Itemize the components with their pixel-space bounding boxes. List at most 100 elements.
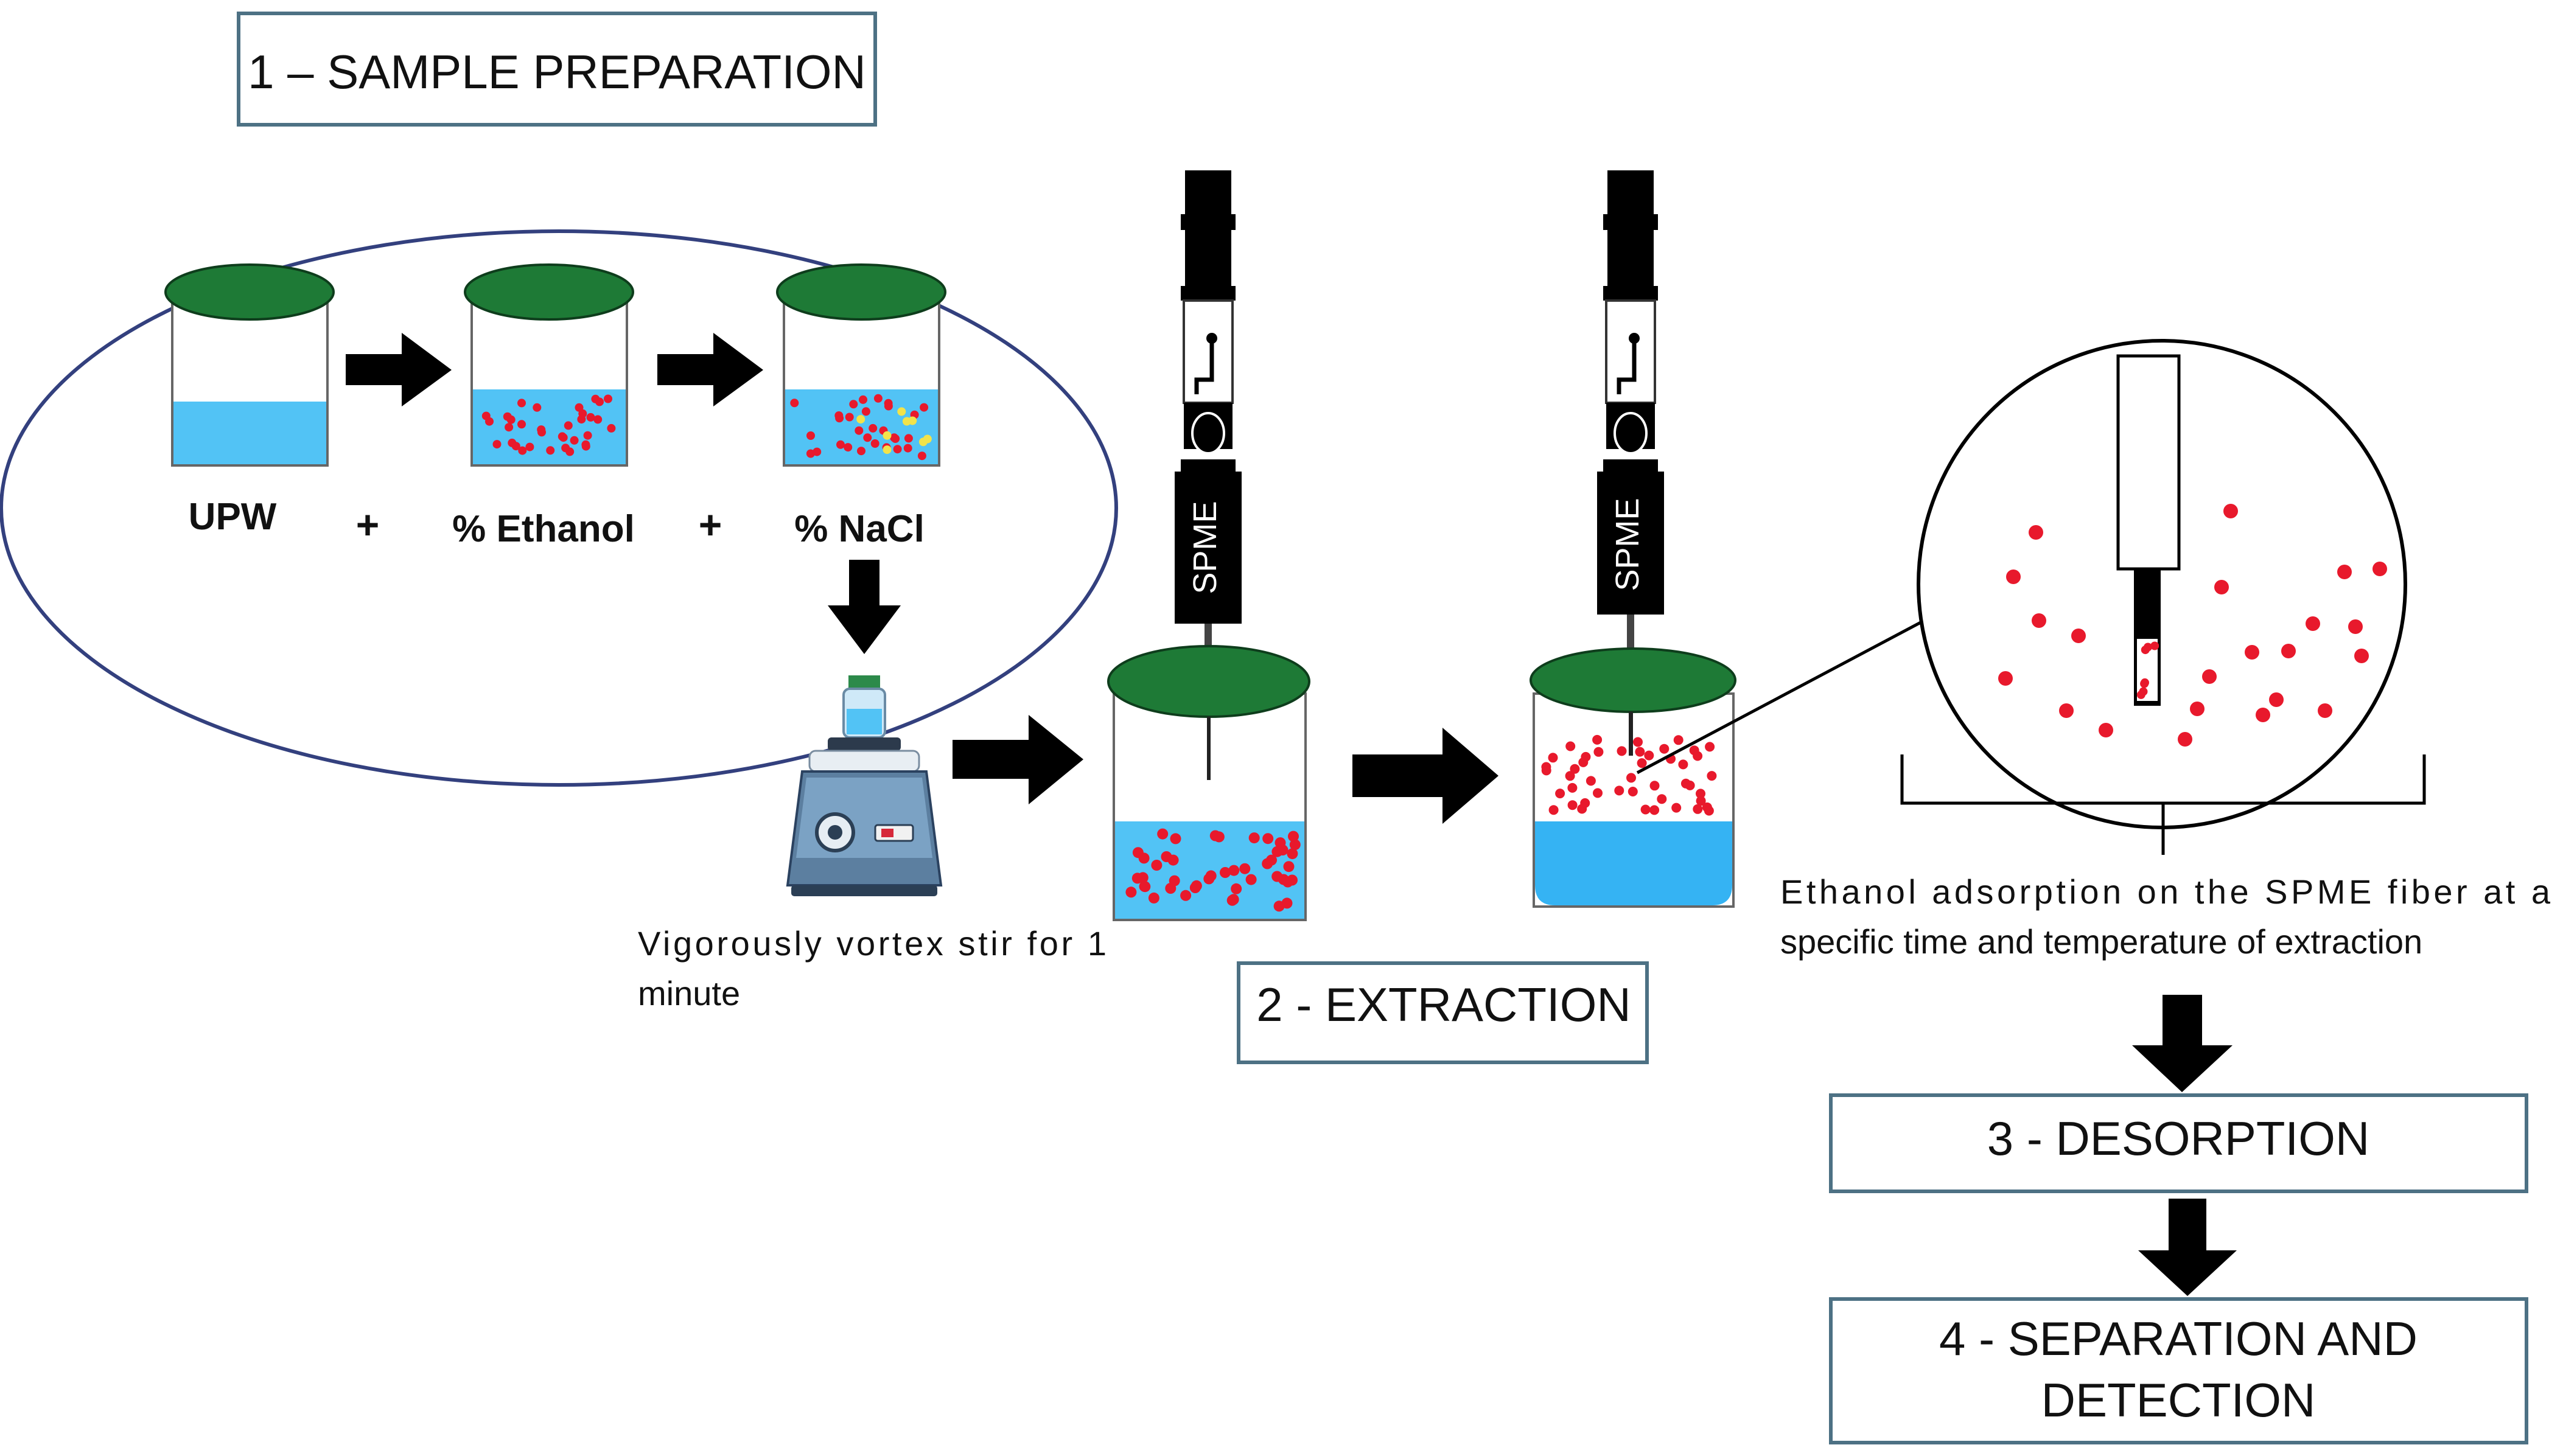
ethanol-droplet (1592, 734, 1603, 745)
ethanol-droplet (1644, 750, 1654, 761)
ethanol-droplets (1125, 828, 1301, 912)
ethanol-droplet (506, 415, 516, 424)
ethanol-droplet (893, 445, 902, 454)
ethanol-droplet (1614, 785, 1624, 796)
arrow-right-icon (657, 333, 763, 406)
ethanol-molecule (2006, 570, 2021, 584)
ethanol-droplet (1705, 742, 1715, 752)
ethanol-droplet (849, 400, 858, 409)
salt-crystal (883, 431, 892, 440)
desorption-title: 3 - DESORPTION (1987, 1112, 2369, 1165)
ethanol-molecule (2099, 723, 2113, 737)
ethanol-droplet (904, 434, 913, 443)
ethanol-droplet (836, 440, 845, 449)
ethanol-molecule (2372, 562, 2387, 576)
ethanol-molecule (2348, 619, 2363, 634)
ethanol-droplet (1673, 735, 1684, 745)
ethanol-molecule (2223, 504, 2238, 518)
spme-label: SPME (1187, 501, 1223, 594)
vial-upw (164, 263, 335, 467)
ethanol-droplet (1555, 789, 1565, 799)
ethanol-droplet (1170, 833, 1181, 845)
plus-sign: + (356, 502, 380, 547)
ethanol-droplet (1593, 747, 1604, 757)
separation-title-line2: DETECTION (2041, 1373, 2316, 1427)
ethanol-droplet (855, 426, 864, 435)
ethanol-droplet (1581, 751, 1591, 762)
plus-sign: + (699, 502, 722, 547)
ethanol-droplet (861, 407, 870, 416)
extraction-vial-headspace (1530, 647, 1736, 908)
ethanol-droplet (1245, 874, 1257, 885)
ethanol-droplet (518, 446, 527, 455)
ethanol-droplet (1707, 771, 1717, 781)
ethanol-molecule (2029, 525, 2043, 540)
ethanol-droplet (1287, 848, 1298, 860)
ethanol-molecule (1998, 671, 2013, 686)
ethanol-droplet (1617, 746, 1627, 756)
ethanol-droplet (1649, 781, 1660, 791)
separation-detection-box: 4 - SEPARATION AND DETECTION (1829, 1297, 2528, 1444)
spme-label: SPME (1609, 498, 1646, 591)
extraction-box: 2 - EXTRACTION (1237, 961, 1649, 1064)
sample-preparation-group-ellipse (0, 229, 1118, 787)
ethanol-droplet (604, 394, 612, 403)
ethanol-droplet (1570, 764, 1580, 774)
ethanol-droplet (1180, 890, 1192, 901)
ethanol-droplet (1189, 882, 1201, 893)
ethanol-droplet (1565, 771, 1575, 781)
ethanol-droplet (1586, 776, 1596, 786)
ethanol-molecule (2281, 644, 2296, 658)
ethanol-droplet (1239, 863, 1251, 874)
ethanol-droplet (546, 446, 555, 455)
arrow-right-icon (953, 715, 1083, 804)
ethanol-droplet (1696, 796, 1706, 806)
separation-title-line1: 4 - SEPARATION AND (1939, 1312, 2418, 1365)
ethanol-molecule (2318, 703, 2332, 718)
ethanol-molecule (2214, 580, 2229, 594)
ethanol-molecule (2071, 629, 2086, 643)
ethanol-droplet (485, 417, 494, 426)
ethanol-droplet (1567, 782, 1578, 793)
ethanol-droplet (1165, 883, 1177, 894)
ethanol-droplet (1213, 831, 1225, 843)
ethanol-droplet (1649, 805, 1660, 815)
salt-crystal (856, 415, 865, 424)
ethanol-droplet (575, 403, 584, 412)
ethanol-droplet (1248, 832, 1260, 844)
ethanol-droplet (1680, 778, 1691, 789)
ethanol-droplet (505, 423, 514, 432)
vortex-caption-line1: Vigorously vortex stir for 1 (638, 924, 1107, 963)
ethanol-droplet (1228, 894, 1239, 905)
ethanol-droplet (581, 442, 590, 451)
ethanol-molecule (2059, 703, 2074, 718)
magnified-fiber-view (1917, 339, 2407, 829)
ethanol-droplet (903, 444, 912, 453)
sample-preparation-box: 1 – SAMPLE PREPARATION (237, 12, 877, 127)
adsorption-caption-line1: Ethanol adsorption on the SPME fiber at … (1780, 873, 2551, 911)
vial-ethanol-label: % Ethanol (452, 508, 635, 550)
desorption-box: 3 - DESORPTION (1829, 1093, 2528, 1193)
ethanol-droplet (1281, 897, 1293, 909)
ethanol-droplet (1696, 789, 1705, 799)
ethanol-droplet (1580, 798, 1590, 808)
ethanol-droplet (1139, 880, 1150, 892)
ethanol-droplet (873, 394, 883, 403)
ethanol-droplet (1659, 744, 1670, 754)
ethanol-droplet (1167, 854, 1179, 866)
ethanol-droplet (1657, 794, 1667, 804)
adsorption-caption-line2: specific time and temperature of extract… (1780, 922, 2422, 961)
ethanol-droplet (1626, 773, 1636, 783)
ethanol-droplet (1565, 741, 1576, 751)
ethanol-molecule (2245, 645, 2259, 660)
ethanol-droplet (917, 451, 926, 461)
ethanol-droplet (1671, 803, 1682, 813)
ethanol-droplet (1635, 747, 1645, 757)
ethanol-droplet (806, 431, 815, 440)
ethanol-droplet (492, 440, 502, 449)
salt-crystal (883, 445, 892, 455)
arrow-down-icon (828, 560, 901, 654)
adsorbed-ethanol (2141, 646, 2150, 655)
ethanol-droplet (891, 434, 900, 443)
ethanol-droplet (859, 395, 867, 404)
